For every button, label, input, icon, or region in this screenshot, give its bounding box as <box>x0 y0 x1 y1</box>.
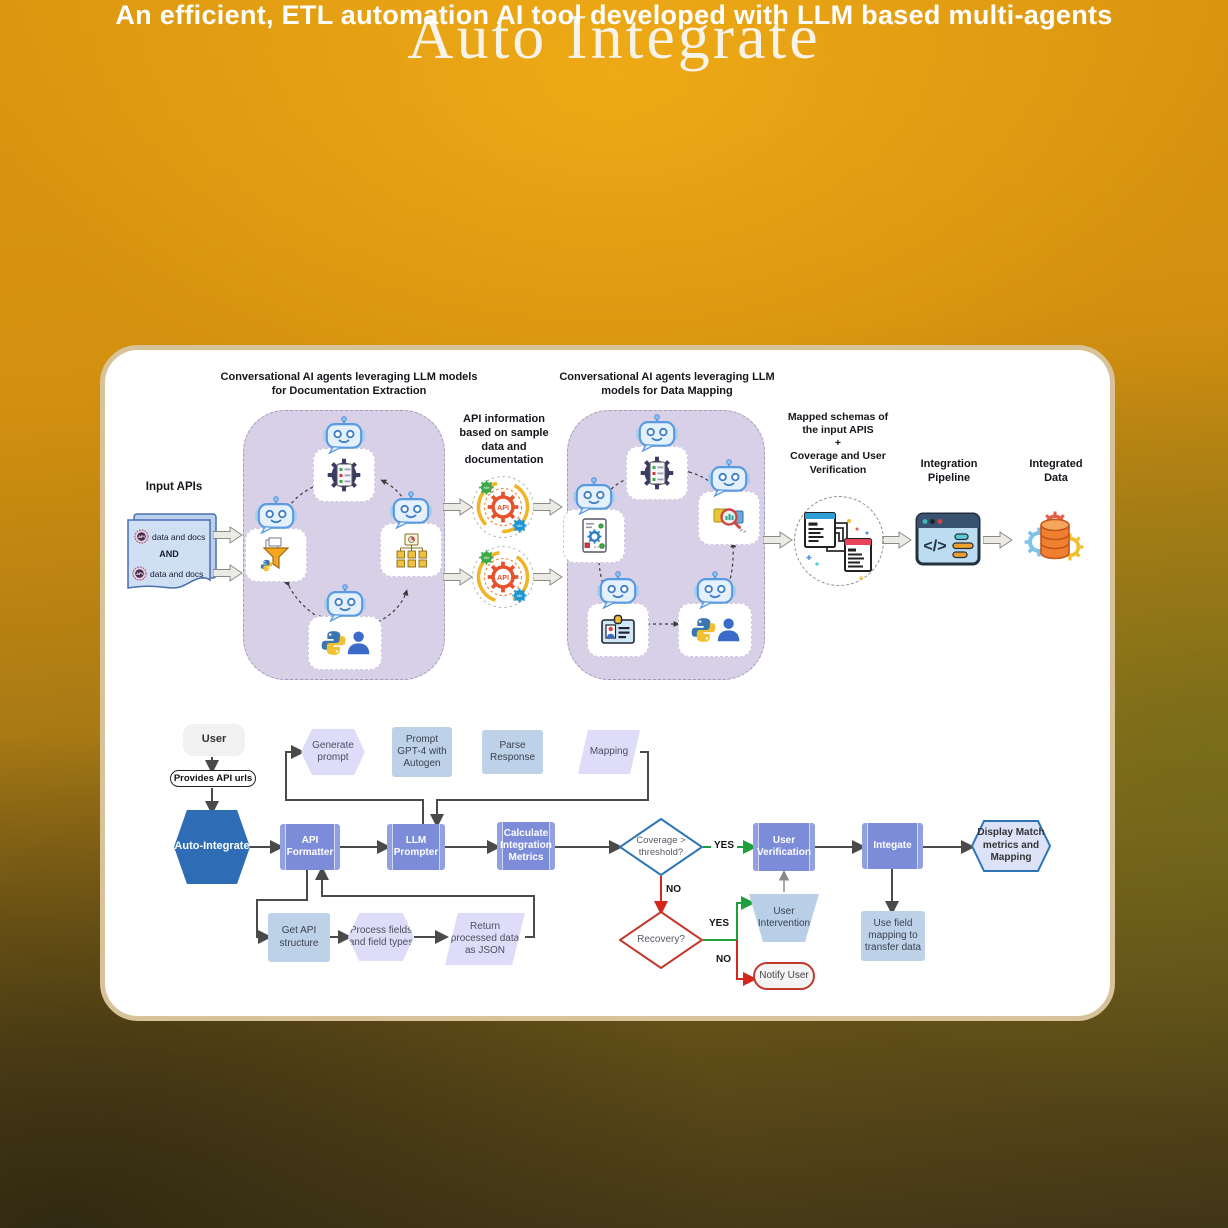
node-coverage-threshold: Coverage > threshold? <box>619 818 703 876</box>
label-no-recovery: NO <box>716 954 731 965</box>
node-user-verification: User Verification <box>753 823 815 871</box>
label-yes-recovery: YES <box>709 918 730 929</box>
agent-match-finder <box>696 459 762 545</box>
flowchart-connectors <box>205 745 975 986</box>
robot-icon <box>707 459 751 497</box>
robot-icon <box>322 416 366 454</box>
data-mapping-title: Conversational AI agents leveraging LLM … <box>559 371 775 397</box>
agent-schema-builder <box>378 491 444 577</box>
node-parse-response: Parse Response <box>482 730 543 774</box>
node-mapping: Mapping <box>578 730 640 774</box>
node-process-fields: Process fields and field types <box>348 913 414 961</box>
robot-icon <box>389 491 433 529</box>
robot-icon <box>572 477 616 515</box>
id-card-icon <box>601 614 635 644</box>
doc-row-2: API data and docs <box>132 566 203 581</box>
flow-arrow <box>213 526 243 544</box>
node-provides-api-urls: Provides API urls <box>170 770 256 787</box>
checklist-gear-icon <box>324 455 364 495</box>
svg-text:API: API <box>497 573 509 582</box>
page-subtitle: An efficient, ETL automation AI tool dev… <box>115 0 1113 30</box>
mapped-schemas-label: Mapped schemas of the input APIS + Cover… <box>787 411 889 476</box>
node-user-intervention: User Intervention <box>749 894 819 942</box>
document-gears-icon <box>582 518 607 553</box>
integrated-data-label: Integrated Data <box>1029 458 1083 484</box>
api-badge-icon: API <box>132 566 147 581</box>
node-calculate-metrics: Calculate Integration Metrics <box>497 822 555 870</box>
node-return-json: Return processed data as JSON <box>445 913 525 965</box>
agent-credentials <box>585 571 651 657</box>
agent-doc-checker <box>311 416 377 502</box>
node-get-api-structure: Get API structure <box>268 913 330 962</box>
doc-and-label: AND <box>159 549 179 559</box>
svg-text:</>: </> <box>517 523 523 528</box>
page-title: Auto Integrate <box>407 1 821 72</box>
agent-map-checker <box>624 414 690 500</box>
python-person-icon <box>690 614 740 647</box>
node-display-match: Display Match metrics and Mapping <box>971 820 1051 872</box>
svg-text:</>: </> <box>923 538 946 555</box>
api-badge-icon: API <box>134 529 149 544</box>
magnifier-puzzle-icon <box>713 508 747 533</box>
agent-python-user-proxy-2 <box>677 571 753 657</box>
agent-schema-processor <box>561 477 627 563</box>
flow-arrow <box>533 498 563 516</box>
node-integate: Integate <box>862 823 923 869</box>
integration-pipeline-icon: </> <box>915 512 981 566</box>
robot-icon <box>323 584 367 622</box>
api-gear-icon-2: API </> </> <box>471 545 535 609</box>
doc-row-1: API data and docs <box>134 529 205 544</box>
node-prompt-gpt4: Prompt GPT-4 with Autogen <box>392 727 452 777</box>
robot-icon <box>254 496 298 534</box>
svg-text:API: API <box>136 571 143 576</box>
node-use-field-mapping: Use field mapping to transfer data <box>861 911 925 961</box>
node-llm-prompter: LLM Prompter <box>387 824 445 870</box>
node-recovery: Recovery? <box>619 911 703 969</box>
label-no-coverage: NO <box>666 884 681 895</box>
api-info-label: API information based on sample data and… <box>459 413 549 467</box>
node-user: User <box>183 724 245 756</box>
mapped-schemas-icon <box>794 496 884 586</box>
node-auto-integrate: Auto-Integrate <box>174 810 250 884</box>
org-chart-icon <box>396 533 427 568</box>
input-apis-label: Input APIs <box>145 481 203 493</box>
flow-arrow <box>443 568 473 586</box>
label-yes-coverage: YES <box>711 840 738 851</box>
robot-icon <box>693 571 737 609</box>
flow-arrow <box>882 531 912 549</box>
checklist-gear-icon <box>637 453 677 493</box>
doc-row-1-text: data and docs <box>152 531 206 542</box>
robot-icon <box>635 414 679 452</box>
node-notify-user: Notify User <box>753 962 815 990</box>
python-person-icon <box>320 627 370 660</box>
svg-text:</>: </> <box>484 555 490 560</box>
agent-python-user-proxy <box>307 584 383 670</box>
flow-arrow <box>763 531 793 549</box>
api-gear-icon-1: API </> </> <box>471 475 535 539</box>
funnel-icon <box>260 537 290 572</box>
agent-data-filter <box>243 496 309 582</box>
node-api-formatter: API Formatter <box>280 824 340 870</box>
robot-icon <box>596 571 640 609</box>
node-generate-prompt: Generate prompt <box>301 729 365 775</box>
svg-text:</>: </> <box>484 485 490 490</box>
flow-arrow <box>983 531 1013 549</box>
svg-text:</>: </> <box>517 593 523 598</box>
input-apis-document: API data and docs AND API data and docs <box>126 512 218 600</box>
flow-arrow <box>533 568 563 586</box>
integration-pipeline-label: Integration Pipeline <box>920 458 978 484</box>
doc-extraction-title: Conversational AI agents leveraging LLM … <box>220 371 478 397</box>
svg-text:API: API <box>138 534 145 539</box>
integrated-data-icon <box>1022 509 1088 569</box>
doc-row-2-text: data and docs <box>150 568 204 579</box>
svg-text:API: API <box>497 503 509 512</box>
flow-arrow <box>213 564 243 582</box>
flow-arrow <box>443 498 473 516</box>
